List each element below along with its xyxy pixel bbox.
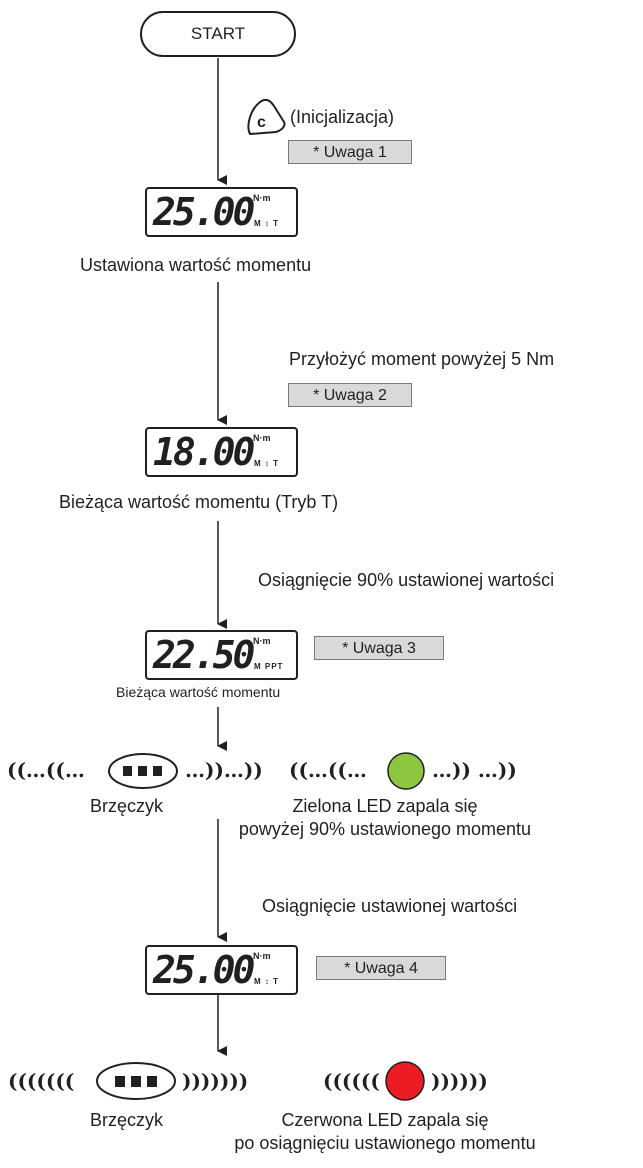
label-set-value: Ustawiona wartość momentu: [80, 255, 312, 275]
display-1-unit: N·m: [253, 193, 271, 203]
note-4: * Uwaga 4: [316, 956, 446, 980]
display-2-mode: M ↕ T: [254, 459, 279, 468]
label-apply-torque: Przyłożyć moment powyżej 5 Nm: [289, 349, 555, 369]
label-reach-90: Osiągnięcie 90% ustawionej wartości: [258, 570, 555, 590]
label-current-value: Bieżąca wartość momentu: [116, 684, 281, 700]
label-green-led-line2: powyżej 90% ustawionego momentu: [238, 819, 532, 839]
buzzer-2-icon: [96, 1062, 176, 1100]
label-red-led-line1: Czerwona LED zapala się: [281, 1110, 489, 1130]
label-green-led-line1: Zielona LED zapala się: [292, 796, 478, 816]
display-3-value: 22.50: [153, 633, 255, 677]
red-led-icon: [385, 1061, 425, 1101]
note-2: * Uwaga 2: [288, 383, 412, 407]
display-4-mode: M ↕ T: [254, 977, 279, 986]
label-red-led-line2: po osiągnięciu ustawionego momentu: [234, 1133, 536, 1153]
start-label: START: [190, 24, 246, 43]
buzzer-2-wave-left: (((((((: [8, 1069, 75, 1093]
led-2-wave-left: ((((((: [323, 1069, 380, 1093]
green-led-icon: [387, 752, 425, 790]
buzzer-2-wave-right: ))))))): [182, 1069, 249, 1093]
buzzer-1-wave-left: ((…((…: [7, 758, 85, 782]
lcd-display-2: 18.00 N·m M ↕ T: [145, 427, 298, 477]
buzzer-1-icon: [108, 753, 178, 789]
display-4-unit: N·m: [253, 951, 271, 961]
c-button-letter: c: [257, 114, 266, 131]
display-3-unit: N·m: [253, 636, 271, 646]
note-1: * Uwaga 1: [288, 140, 412, 164]
lcd-display-1: 25.00 N·m M ↕ T: [145, 187, 298, 237]
start-terminal: START: [140, 11, 296, 57]
label-current-value-t: Bieżąca wartość momentu (Tryb T): [59, 492, 339, 512]
buzzer-1-wave-right: …))…)): [185, 758, 263, 782]
led-2-wave-right: )))))): [431, 1069, 488, 1093]
lcd-display-4: 25.00 N·m M ↕ T: [145, 945, 298, 995]
led-1-wave-right: …)) …)): [432, 758, 517, 782]
init-label: (Inicjalizacja): [290, 107, 395, 127]
label-buzzer-1: Brzęczyk: [90, 796, 164, 816]
display-1-mode: M ↕ T: [254, 219, 279, 228]
lcd-display-3: 22.50 N·m M PPT: [145, 630, 298, 680]
note-3: * Uwaga 3: [314, 636, 444, 660]
display-2-value: 18.00: [153, 430, 255, 474]
led-1-wave-left: ((…((…: [289, 758, 367, 782]
display-2-unit: N·m: [253, 433, 271, 443]
c-button-icon: c: [247, 98, 286, 136]
display-3-mode: M PPT: [254, 662, 284, 671]
label-buzzer-2: Brzęczyk: [90, 1110, 164, 1130]
display-1-value: 25.00: [153, 190, 255, 234]
label-reach-set: Osiągnięcie ustawionej wartości: [262, 896, 518, 916]
display-4-value: 25.00: [153, 948, 255, 992]
